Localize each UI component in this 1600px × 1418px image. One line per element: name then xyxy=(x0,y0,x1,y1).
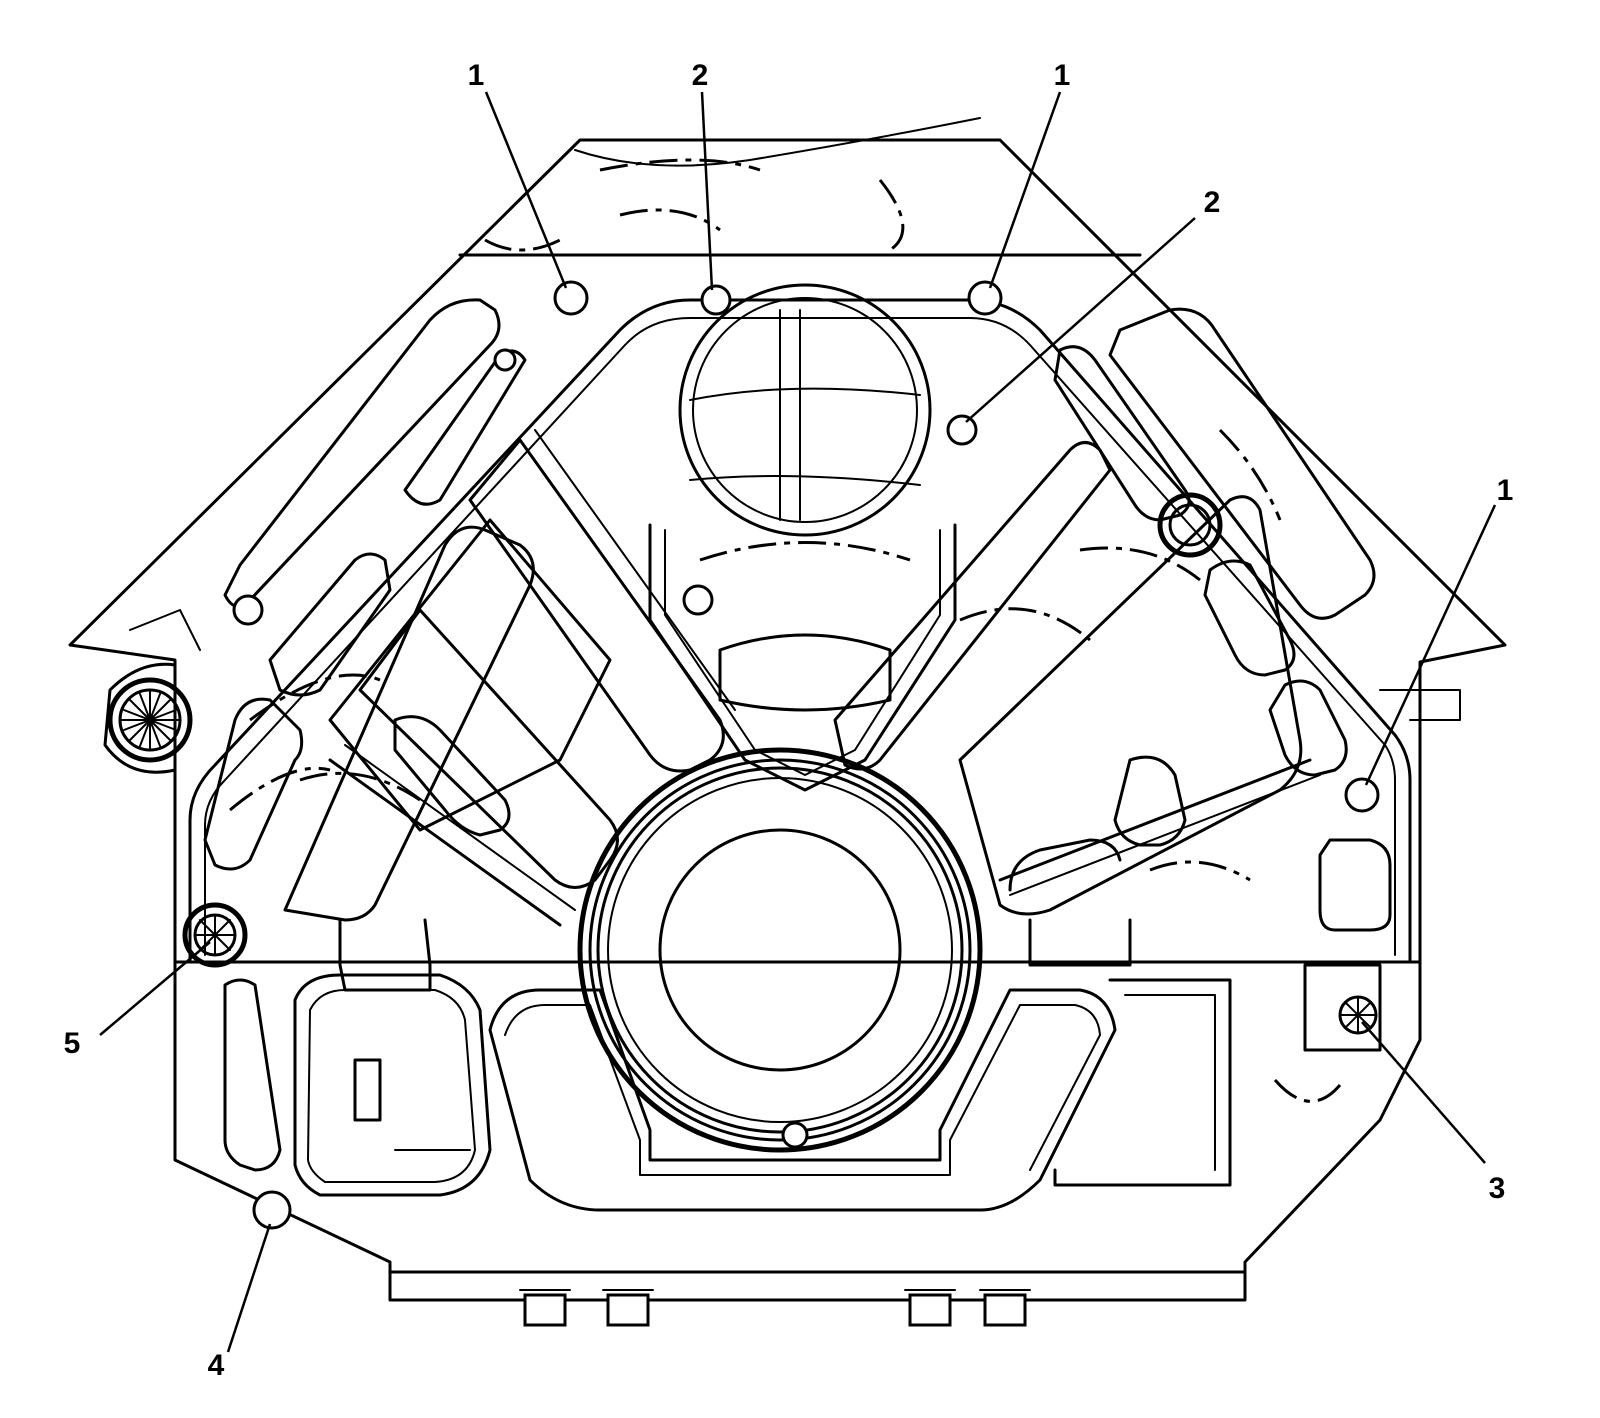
callout-2-right: 2 xyxy=(1204,186,1221,219)
callout-4: 4 xyxy=(208,1349,225,1382)
bedplate xyxy=(223,918,1382,1212)
large-plug-right-deck xyxy=(1157,492,1223,558)
callout-5: 5 xyxy=(64,1027,81,1060)
leader-lines xyxy=(99,91,1497,1353)
oil-gallery-hole-2-top xyxy=(700,284,732,316)
oil-gallery-hole-2-right xyxy=(946,414,978,446)
oil-gallery-plug-5 xyxy=(182,902,248,968)
side-expansion-plug xyxy=(103,662,193,774)
dowel-hole-1-left xyxy=(553,280,589,316)
cylinder-bore xyxy=(678,283,932,537)
callout-1-left: 1 xyxy=(468,59,485,92)
callout-2-top: 2 xyxy=(692,59,709,92)
dowel-hole-4 xyxy=(252,1190,292,1230)
pan-rail xyxy=(388,1270,1247,1302)
dowel-hole-1-top-right xyxy=(967,280,1003,316)
callout-1-right: 1 xyxy=(1497,474,1514,507)
block-outline xyxy=(68,138,1507,1274)
pan-bolts xyxy=(519,1289,1031,1327)
oil-gallery-plug-3 xyxy=(1338,995,1378,1035)
dowel-hole-1-right xyxy=(1344,777,1380,813)
right-bank-passages xyxy=(833,307,1392,932)
rear-main-seal xyxy=(577,747,983,1153)
callout-1-top-right: 1 xyxy=(1054,59,1071,92)
callout-3: 3 xyxy=(1489,1172,1506,1205)
